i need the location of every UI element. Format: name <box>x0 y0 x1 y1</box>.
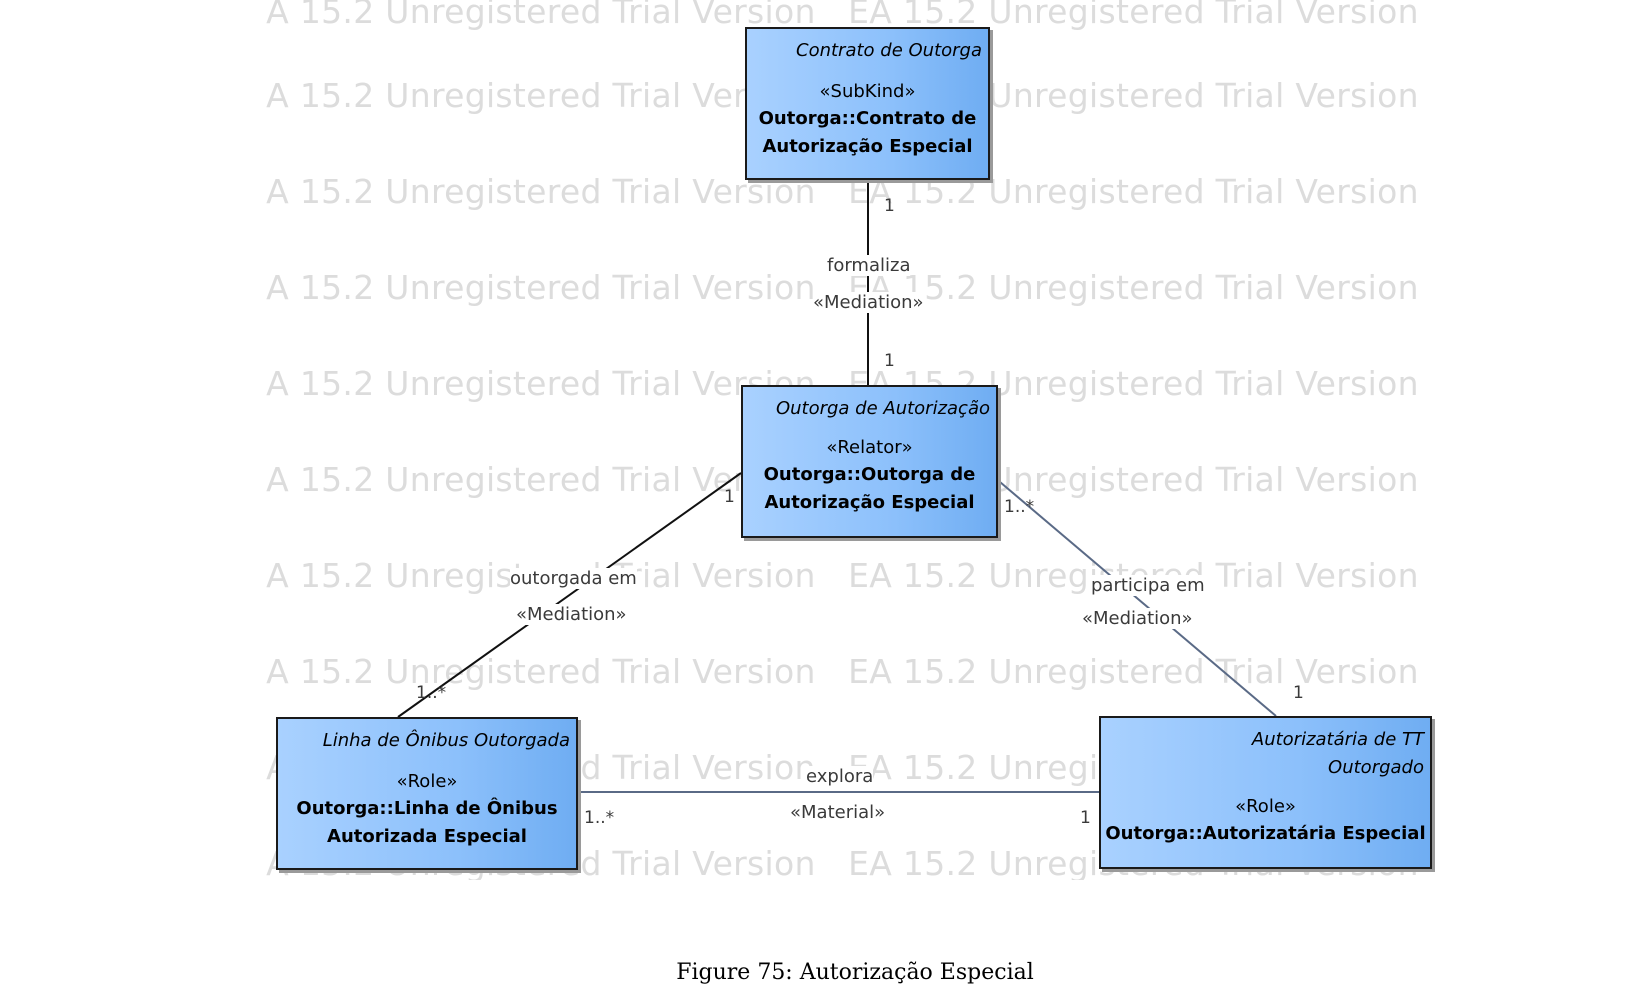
explora-label: explora <box>806 766 874 787</box>
class-autorizataria-de-tt-outorgado[interactable]: Autorizatária de TT Outorgado «Role» Out… <box>1099 716 1432 869</box>
class-name: Contrato de Outorga <box>796 40 982 61</box>
class-linha-de-onibus-outorgada[interactable]: Linha de Ônibus Outorgada «Role» Outorga… <box>276 717 578 870</box>
formaliza-label: formaliza <box>827 255 911 276</box>
formaliza-mult-source: 1 <box>884 196 895 216</box>
participa-em-stereotype: «Mediation» <box>1082 608 1193 629</box>
class-qualified-line: Autorizada Especial <box>327 826 527 847</box>
class-stereotype: «SubKind» <box>819 81 916 102</box>
class-stereotype: «Role» <box>1235 796 1296 817</box>
class-qualified-line: Outorga::Outorga de <box>763 464 976 485</box>
explora-mult-target: 1 <box>1080 808 1091 828</box>
outorgada-em-stereotype: «Mediation» <box>516 604 627 625</box>
class-stereotype: «Relator» <box>826 437 913 458</box>
explora-mult-source: 1..* <box>584 808 615 828</box>
outorgada-em-mult-source: 1 <box>724 487 735 507</box>
class-qualified-line: Autorização Especial <box>764 492 975 513</box>
class-name: Autorizatária de TT Outorgado <box>1252 726 1424 782</box>
participa-em-mult-target: 1 <box>1293 683 1304 703</box>
class-qualified-line: Autorização Especial <box>762 136 973 157</box>
class-qualified-line: Outorga::Linha de Ônibus <box>296 798 558 819</box>
participa-em-label: participa em <box>1091 575 1205 596</box>
formaliza-stereotype: «Mediation» <box>813 292 924 313</box>
formaliza-mult-target: 1 <box>884 351 895 371</box>
class-stereotype: «Role» <box>396 771 458 792</box>
class-qualified-name: Outorga::Contrato de Autorização Especia… <box>747 105 988 161</box>
outorgada-em-mult-target: 1..* <box>416 683 447 703</box>
class-outorga-de-autorizacao[interactable]: Outorga de Autorização «Relator» Outorga… <box>741 385 998 538</box>
class-name-line: Outorgado <box>1328 757 1424 778</box>
class-qualified-name: Outorga::Linha de Ônibus Autorizada Espe… <box>278 795 576 851</box>
outorgada-em-connector[interactable] <box>397 472 742 718</box>
class-name-line: Autorizatária de TT <box>1251 729 1424 750</box>
outorgada-em-label: outorgada em <box>510 568 637 589</box>
explora-stereotype: «Material» <box>790 802 886 823</box>
class-qualified-line: Outorga::Contrato de <box>758 108 977 129</box>
class-qualified-line: Outorga::Autorizatária Especial <box>1105 823 1426 844</box>
class-name: Linha de Ônibus Outorgada <box>322 730 570 751</box>
class-contrato-de-outorga[interactable]: Contrato de Outorga «SubKind» Outorga::C… <box>745 27 990 180</box>
class-qualified-name: Outorga::Outorga de Autorização Especial <box>743 461 996 517</box>
class-qualified-name: Outorga::Autorizatária Especial <box>1101 820 1430 848</box>
class-name: Outorga de Autorização <box>775 398 990 419</box>
participa-em-mult-source: 1..* <box>1004 497 1035 517</box>
participa-em-connector[interactable] <box>999 481 1277 717</box>
figure-caption: Figure 75: Autorização Especial <box>676 960 1034 985</box>
